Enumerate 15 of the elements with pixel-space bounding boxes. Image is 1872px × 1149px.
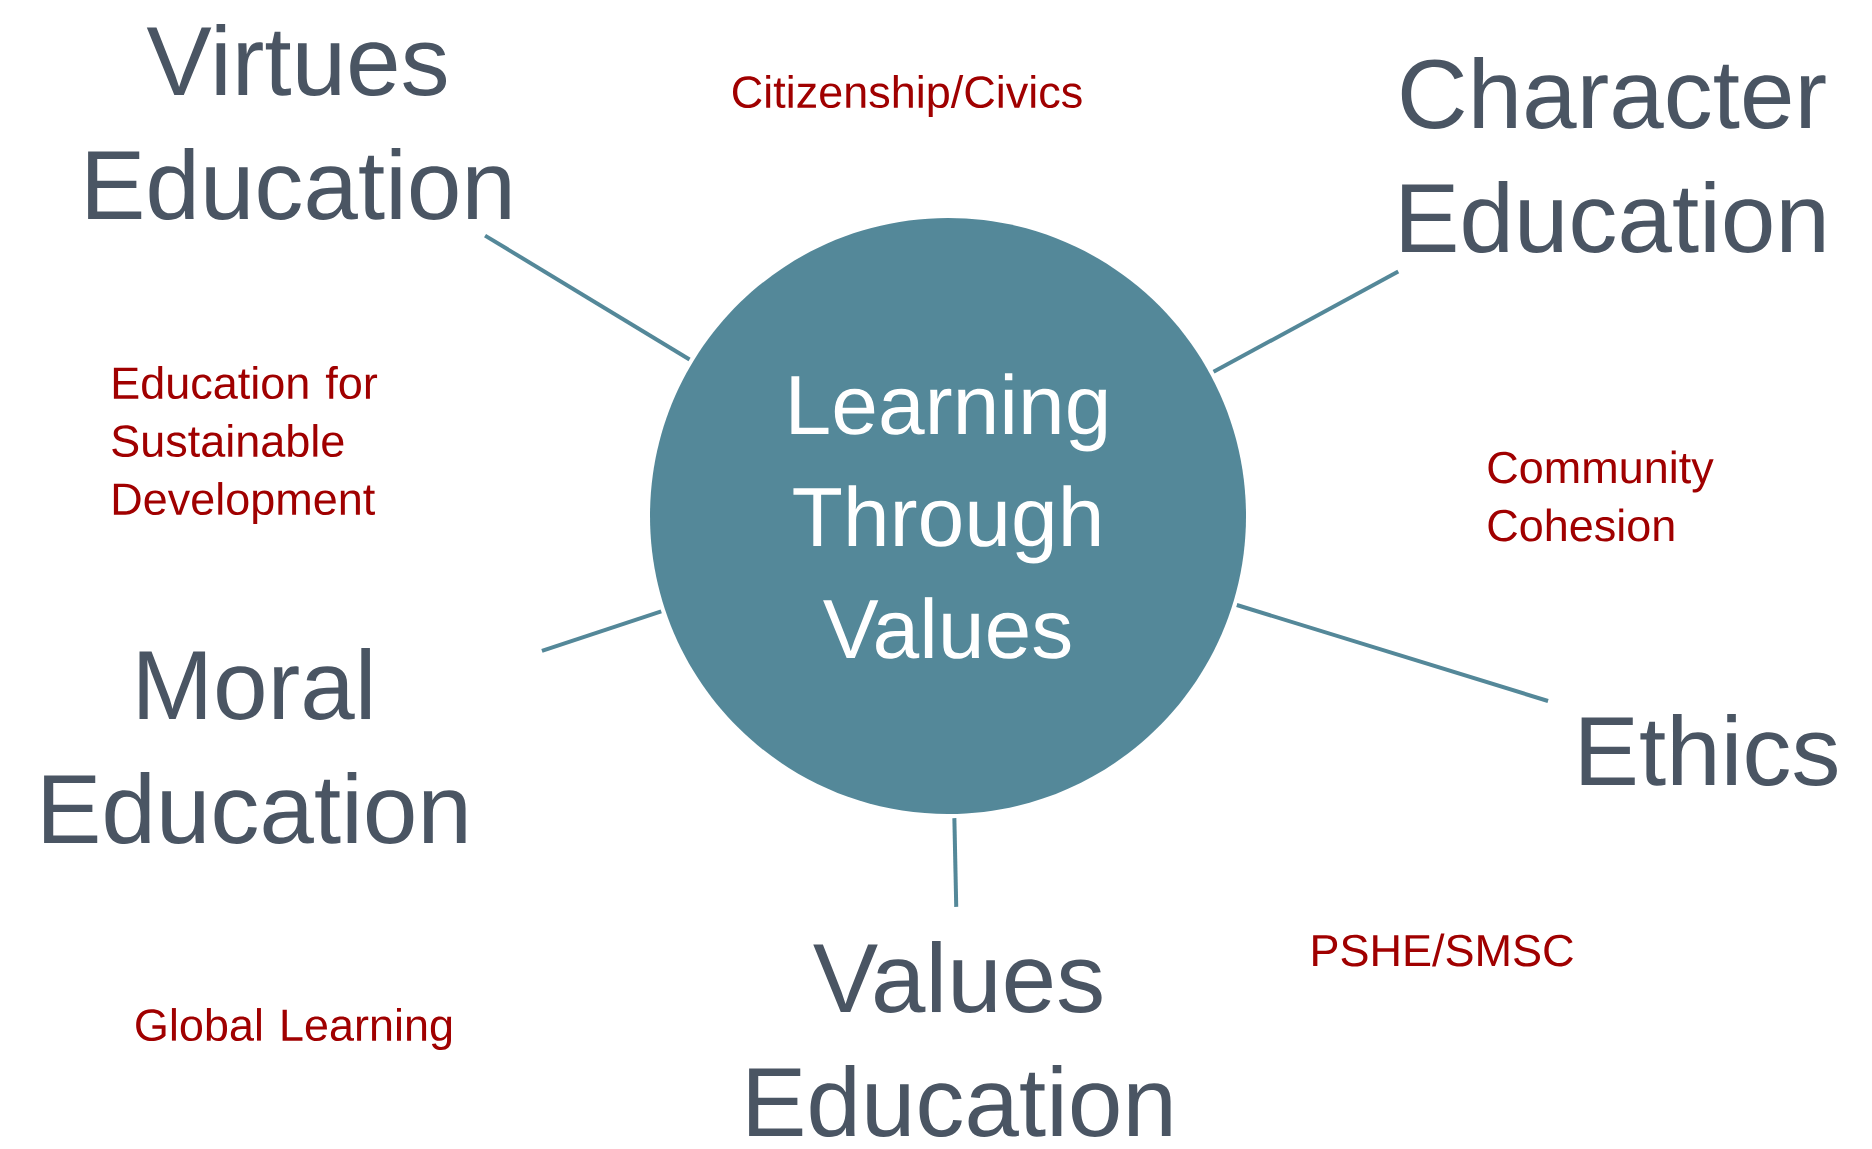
topic-label: Community Cohesion bbox=[1488, 450, 1714, 542]
connector-line bbox=[952, 818, 959, 907]
connector-line bbox=[1236, 603, 1549, 703]
connector-line bbox=[541, 609, 662, 653]
topic-label: Global Learning bbox=[136, 1008, 452, 1050]
topic-text: Virtues Education bbox=[88, 24, 510, 220]
topic-label: Education for Sustainable Development bbox=[112, 366, 378, 524]
connector-line bbox=[484, 233, 691, 362]
topic-label: Citizenship/Civics bbox=[733, 75, 1082, 117]
topic-text: Character Education bbox=[1401, 57, 1826, 253]
topic-text: Values Education bbox=[749, 941, 1171, 1137]
topic-text: Moral Education bbox=[44, 648, 466, 844]
connector-line bbox=[1212, 269, 1400, 374]
topic-label: PSHE/SMSC bbox=[1313, 933, 1573, 967]
topic-text: Ethics bbox=[1581, 714, 1837, 786]
